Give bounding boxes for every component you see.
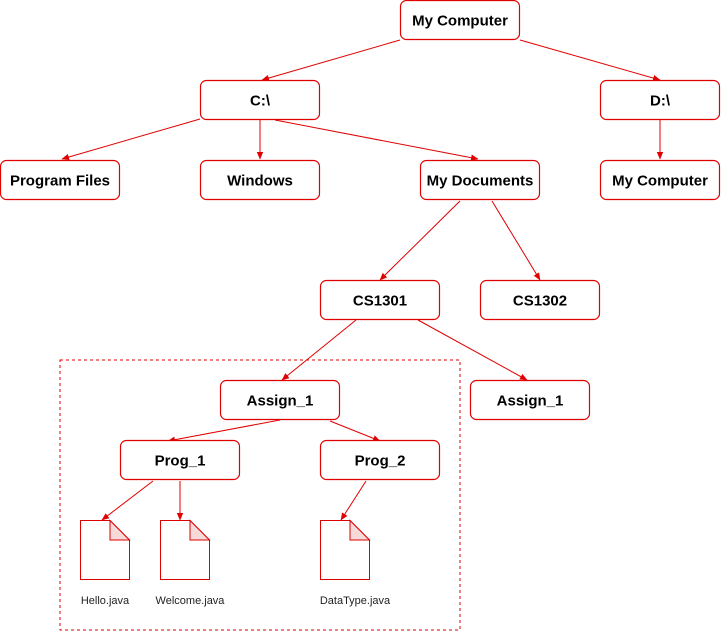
node-my-documents: My Documents [419, 159, 541, 201]
edge-assign-1-cs1301-to-prog-1 [167, 419, 281, 443]
node-box-prog-2 [319, 439, 441, 481]
node-box-drive-d [599, 79, 721, 121]
node-prog-1: Prog_1 [119, 439, 241, 481]
file-hello-java: Hello.java [80, 519, 131, 607]
edge-my-documents-to-cs1301 [379, 200, 461, 281]
node-assign-1-cs1301: Assign_1 [219, 379, 341, 421]
node-label-drive-d: D:\ [650, 93, 671, 110]
file-icon-hello-java [80, 520, 130, 580]
node-label-assign-1-cs1301: Assign_1 [247, 393, 314, 410]
edges-layer [61, 39, 664, 521]
node-assign-1-other: Assign_1 [469, 379, 591, 421]
node-drive-d: D:\ [599, 79, 721, 121]
node-box-my-computer-root [399, 0, 521, 41]
edge-cs1301-to-assign-1-cs1301 [281, 319, 357, 381]
node-label-windows: Windows [227, 173, 293, 190]
node-my-computer-d: My Computer [599, 159, 721, 201]
node-windows: Windows [199, 159, 321, 201]
node-label-assign-1-other: Assign_1 [497, 393, 564, 410]
file-label-datatype-java: DataType.java [320, 595, 391, 607]
edge-my-documents-to-cs1302 [491, 200, 541, 281]
files-layer: Hello.java Welcome.java DataType.java [80, 519, 391, 607]
file-datatype-java: DataType.java [320, 519, 391, 607]
node-box-assign-1-other [469, 379, 591, 421]
file-label-welcome-java: Welcome.java [156, 595, 226, 607]
node-label-program-files: Program Files [10, 173, 110, 190]
node-box-cs1302 [479, 279, 601, 321]
edge-prog-1-to-hello-java [101, 480, 154, 521]
edge-my-computer-root-to-drive-c [261, 39, 401, 82]
node-box-my-computer-d [599, 159, 721, 201]
edge-assign-1-cs1301-to-prog-2 [329, 420, 381, 442]
node-label-prog-1: Prog_1 [155, 453, 206, 470]
node-label-cs1301: CS1301 [353, 293, 407, 310]
node-prog-2: Prog_2 [319, 439, 441, 481]
node-box-cs1301 [319, 279, 441, 321]
node-box-drive-c [199, 79, 321, 121]
file-fold-icon-welcome-java [189, 519, 211, 541]
edge-drive-c-to-program-files [61, 118, 201, 161]
file-welcome-java: Welcome.java [156, 519, 226, 607]
cs1301-assignment-group-box [59, 359, 461, 631]
node-label-cs1302: CS1302 [513, 293, 567, 310]
node-label-prog-2: Prog_2 [355, 453, 406, 470]
node-cs1302: CS1302 [479, 279, 601, 321]
file-fold-icon-datatype-java [349, 519, 371, 541]
node-label-drive-c: C:\ [250, 93, 271, 110]
edge-prog-2-to-datatype-java [340, 480, 367, 521]
node-program-files: Program Files [0, 159, 121, 201]
node-box-windows [199, 159, 321, 201]
node-label-my-computer-root: My Computer [412, 13, 508, 30]
node-label-my-documents: My Documents [427, 173, 534, 190]
node-box-program-files [0, 159, 121, 201]
edge-my-computer-root-to-drive-d [519, 39, 661, 82]
node-my-computer-root: My Computer [399, 0, 521, 41]
node-drive-c: C:\ [199, 79, 321, 121]
file-fold-icon-hello-java [109, 519, 131, 541]
node-box-my-documents [419, 159, 541, 201]
file-icon-datatype-java [320, 520, 370, 580]
node-box-assign-1-cs1301 [219, 379, 341, 421]
file-label-hello-java: Hello.java [81, 595, 130, 607]
edge-cs1301-to-assign-1-other [417, 319, 528, 381]
node-label-my-computer-d: My Computer [612, 173, 708, 190]
file-icon-welcome-java [160, 520, 210, 580]
edge-drive-c-to-my-documents [274, 119, 479, 161]
node-cs1301: CS1301 [319, 279, 441, 321]
node-box-prog-1 [119, 439, 241, 481]
